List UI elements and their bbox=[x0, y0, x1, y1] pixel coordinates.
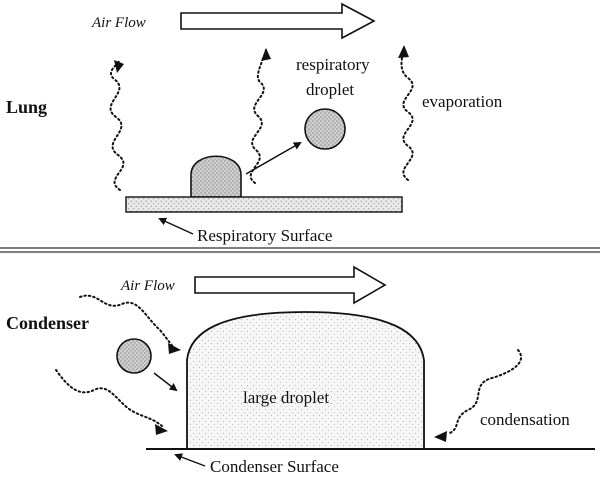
condensation-arrowhead-1 bbox=[168, 343, 181, 354]
evaporation-wave-2 bbox=[249, 49, 267, 184]
condensation-wave-3 bbox=[447, 349, 522, 435]
incoming-droplet bbox=[116, 338, 152, 374]
condenser-title: Condenser bbox=[6, 313, 89, 333]
condensation-arrowhead-3 bbox=[434, 431, 447, 442]
condenser-surface-pointer bbox=[174, 453, 206, 467]
lung-air-flow-label: Air Flow bbox=[91, 15, 146, 31]
condenser-surface-label: Condenser Surface bbox=[210, 457, 339, 476]
lung-panel: Lung Air Flow respiratory droplet evapor… bbox=[6, 2, 503, 245]
respiratory-surface-label: Respiratory Surface bbox=[197, 226, 332, 245]
condensation-label: condensation bbox=[480, 410, 570, 429]
respiratory-droplet-label-line2: droplet bbox=[306, 80, 354, 99]
respiratory-droplet-label-line1: respiratory bbox=[296, 55, 370, 74]
respiratory-surface-pointer bbox=[158, 217, 194, 235]
lung-air-flow-arrow bbox=[180, 2, 376, 40]
evaporation-label: evaporation bbox=[422, 92, 503, 111]
evaporation-arrowhead-3 bbox=[398, 45, 409, 58]
condenser-panel: Condenser Air Flow large droplet Condens… bbox=[6, 265, 595, 476]
condenser-air-flow-label: Air Flow bbox=[120, 278, 175, 294]
condensation-wave-1 bbox=[79, 294, 177, 351]
droplet-release-arrow bbox=[245, 142, 302, 175]
droplet-impact-arrow bbox=[153, 372, 178, 392]
evaporation-wave-3 bbox=[400, 47, 414, 181]
large-droplet bbox=[186, 311, 425, 450]
evaporation-wave-1 bbox=[109, 59, 125, 191]
condenser-air-flow-arrow bbox=[194, 265, 387, 305]
respiratory-surface bbox=[125, 196, 403, 213]
evaporation-arrowhead-1 bbox=[114, 60, 124, 73]
airborne-droplet bbox=[304, 108, 346, 150]
condensation-wave-2 bbox=[55, 369, 163, 427]
condensation-arrowhead-2 bbox=[155, 424, 168, 435]
evaporation-arrowhead-2 bbox=[261, 48, 271, 61]
large-droplet-label: large droplet bbox=[243, 388, 329, 407]
surface-droplet bbox=[190, 155, 242, 198]
lung-title: Lung bbox=[6, 97, 47, 117]
